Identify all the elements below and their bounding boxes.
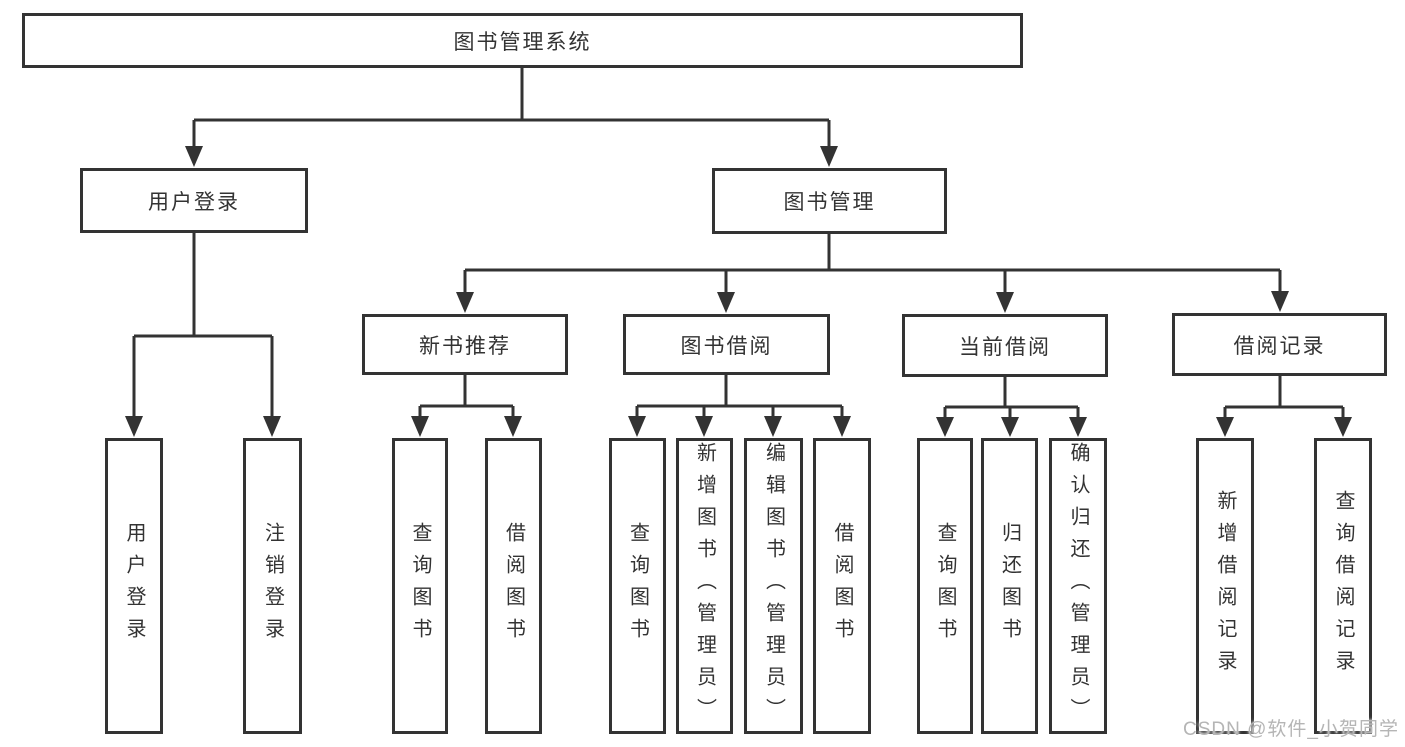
connector-root-to-level2 — [185, 68, 838, 167]
connector-current-borrowing-children — [936, 377, 1087, 437]
csdn-watermark: CSDN @软件_小贺同学 — [1183, 719, 1399, 740]
node-user-login-action: 用户登录 — [105, 438, 163, 734]
node-query-books-recommend: 查询图书 — [392, 438, 448, 734]
node-confirm-return-admin: 确认归还（管理员） — [1049, 438, 1107, 734]
node-current-borrowing: 当前借阅 — [902, 314, 1108, 377]
node-return-books: 归还图书 — [981, 438, 1038, 734]
node-new-book-recommendation: 新书推荐 — [362, 314, 568, 375]
connector-book-management-children — [456, 234, 1289, 313]
node-logout: 注销登录 — [243, 438, 302, 734]
node-borrowing-records: 借阅记录 — [1172, 313, 1387, 376]
node-query-books-current: 查询图书 — [917, 438, 973, 734]
node-add-borrow-record: 新增借阅记录 — [1196, 438, 1254, 734]
connector-user-login-children — [125, 233, 281, 437]
node-query-books-borrowing: 查询图书 — [609, 438, 666, 734]
connector-new-book-recommendation-children — [411, 375, 522, 437]
node-borrow-books-borrowing: 借阅图书 — [813, 438, 871, 734]
node-edit-book-admin: 编辑图书（管理员） — [744, 438, 803, 734]
node-book-borrowing: 图书借阅 — [623, 314, 830, 375]
node-user-login: 用户登录 — [80, 168, 308, 233]
node-borrow-books-recommend: 借阅图书 — [485, 438, 542, 734]
node-book-management: 图书管理 — [712, 168, 947, 234]
connector-book-borrowing-children — [628, 375, 851, 437]
connector-borrowing-records-children — [1216, 376, 1352, 437]
node-query-borrow-record: 查询借阅记录 — [1314, 438, 1372, 734]
node-add-book-admin: 新增图书（管理员） — [676, 438, 733, 734]
node-root: 图书管理系统 — [22, 13, 1023, 68]
